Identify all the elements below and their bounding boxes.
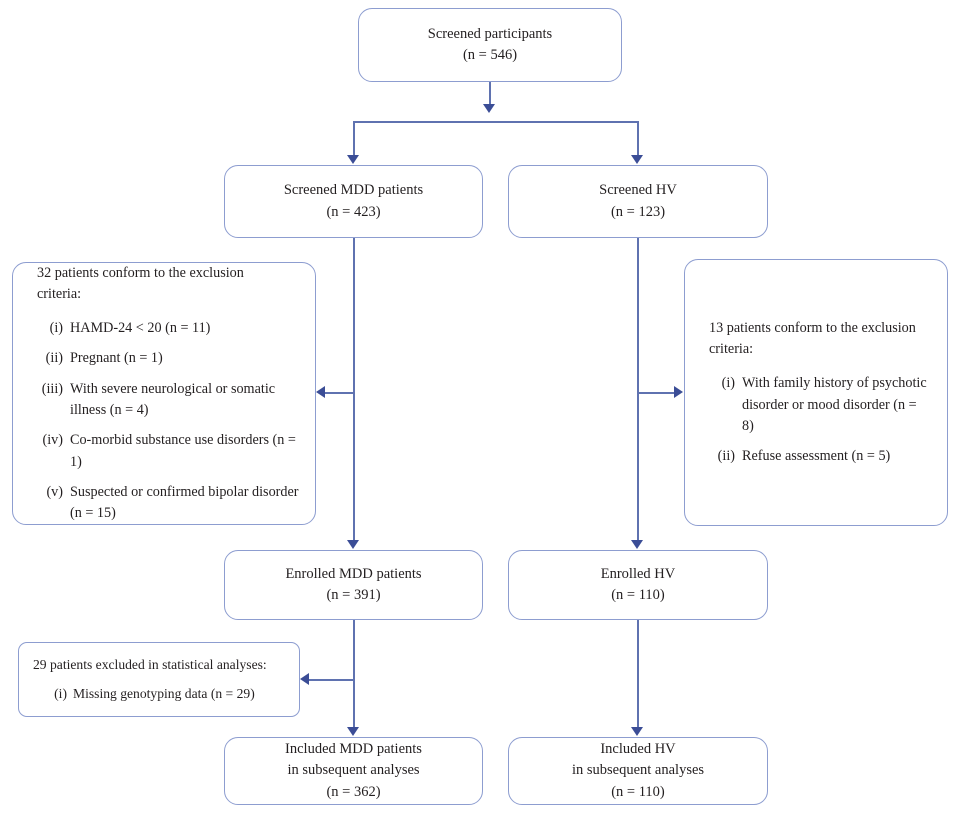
criterion-text: Suspected or confirmed bipolar disorder …	[70, 483, 299, 522]
node-enrolled-hv-label: Enrolled HV	[600, 565, 676, 582]
arrowhead-screened-mdd	[347, 155, 359, 164]
node-included-mdd-count: (n = 362)	[326, 783, 381, 800]
node-screened-mdd-count: (n = 423)	[326, 203, 381, 220]
node-included-hv-label: Included HV	[600, 741, 676, 758]
exclusion-hv-heading-line1: 13 patients conform to the exclusion	[709, 319, 916, 336]
connector-split-to-mdd	[353, 121, 355, 159]
exclusion-box-mdd-screening[interactable]: 32 patients conform to the exclusion cri…	[12, 262, 316, 525]
node-screened-participants[interactable]: Screened participants (n = 546)	[358, 8, 622, 82]
list-item: (ii) Refuse assessment (n = 5)	[685, 446, 947, 467]
node-screened-participants-count: (n = 546)	[462, 47, 518, 63]
exclusion-box-mdd-analysis[interactable]: 29 patients excluded in statistical anal…	[18, 642, 300, 717]
connector-mdd-enrolled-to-included	[353, 620, 355, 732]
arrowhead-split-junction	[483, 104, 495, 113]
node-enrolled-hv[interactable]: Enrolled HV (n = 110)	[508, 550, 768, 620]
exclusion-mdd-criteria-list: (i) HAMD-24 < 20 (n = 11) (ii) Pregnant …	[13, 318, 315, 524]
arrowhead-enrolled-hv	[631, 540, 643, 549]
connector-split-bar	[353, 121, 638, 123]
exclusion-mdd-heading-line2: criteria:	[37, 285, 82, 302]
connector-screened-to-split	[489, 82, 491, 110]
node-included-hv-label2: in subsequent analyses	[571, 762, 705, 779]
criterion-numeral: (ii)	[45, 350, 63, 367]
list-item: (i) With family history of psychotic dis…	[685, 373, 947, 437]
arrowhead-enrolled-mdd	[347, 540, 359, 549]
criterion-numeral: (i)	[49, 320, 63, 337]
arrowhead-included-hv	[631, 727, 643, 736]
exclusion-analysis-heading: 29 patients excluded in statistical anal…	[33, 656, 267, 672]
arrowhead-mdd-analysis-exclusion	[300, 673, 309, 685]
list-item: (i) HAMD-24 < 20 (n = 11)	[13, 318, 315, 339]
exclusion-box-hv-screening[interactable]: 13 patients conform to the exclusion cri…	[684, 259, 948, 526]
list-item: (v) Suspected or confirmed bipolar disor…	[13, 482, 315, 525]
arrowhead-hv-exclusion	[674, 386, 683, 398]
node-enrolled-mdd-label: Enrolled MDD patients	[285, 565, 422, 582]
list-item: (iv) Co-morbid substance use disorders (…	[13, 430, 315, 473]
criterion-text: With severe neurological or somatic illn…	[70, 380, 276, 418]
criterion-numeral: (ii)	[717, 448, 735, 465]
exclusion-hv-heading-line2: criteria:	[709, 340, 754, 357]
node-screened-mdd-label: Screened MDD patients	[283, 182, 424, 199]
arrowhead-screened-hv	[631, 155, 643, 164]
connector-hv-screened-to-enrolled	[637, 238, 639, 544]
criterion-text: Refuse assessment (n = 5)	[742, 448, 891, 465]
criterion-text: Missing genotyping data (n = 29)	[73, 686, 255, 701]
criterion-numeral: (iii)	[41, 380, 63, 397]
criterion-text: With family history of psychotic disorde…	[742, 375, 927, 434]
node-screened-participants-label: Screened participants	[427, 25, 553, 42]
criterion-numeral: (i)	[54, 686, 67, 701]
criterion-numeral: (v)	[46, 483, 63, 500]
list-item: (ii) Pregnant (n = 1)	[13, 348, 315, 369]
exclusion-hv-heading: 13 patients conform to the exclusion cri…	[685, 318, 947, 361]
connector-mdd-exclusion-branch	[324, 392, 354, 394]
node-screened-mdd[interactable]: Screened MDD patients (n = 423)	[224, 165, 483, 238]
criterion-text: HAMD-24 < 20 (n = 11)	[70, 320, 211, 337]
criterion-text: Co-morbid substance use disorders (n = 1…	[70, 432, 296, 470]
list-item: (iii) With severe neurological or somati…	[13, 379, 315, 422]
node-included-mdd-label: Included MDD patients	[285, 741, 422, 758]
exclusion-hv-criteria-list: (i) With family history of psychotic dis…	[685, 373, 947, 467]
node-screened-hv-label: Screened HV	[599, 182, 677, 199]
node-enrolled-hv-count: (n = 110)	[611, 587, 665, 603]
criterion-text: Pregnant (n = 1)	[70, 350, 163, 367]
node-screened-hv[interactable]: Screened HV (n = 123)	[508, 165, 768, 238]
node-enrolled-mdd[interactable]: Enrolled MDD patients (n = 391)	[224, 550, 483, 620]
list-item: (i) Missing genotyping data (n = 29)	[19, 684, 299, 704]
node-included-mdd[interactable]: Included MDD patients in subsequent anal…	[224, 737, 483, 805]
exclusion-mdd-heading-line1: 32 patients conform to the exclusion	[37, 264, 244, 281]
criterion-numeral: (iv)	[42, 432, 64, 449]
node-screened-hv-count: (n = 123)	[610, 203, 666, 220]
node-enrolled-mdd-count: (n = 391)	[326, 587, 381, 603]
connector-hv-enrolled-to-included	[637, 620, 639, 732]
node-included-hv-count: (n = 110)	[611, 783, 665, 800]
connector-mdd-screened-to-enrolled	[353, 238, 355, 544]
arrowhead-included-mdd	[347, 727, 359, 736]
arrowhead-mdd-exclusion	[316, 386, 325, 398]
node-included-hv[interactable]: Included HV in subsequent analyses (n = …	[508, 737, 768, 805]
connector-mdd-analysis-exclusion-branch	[308, 679, 354, 681]
connector-split-to-hv	[637, 121, 639, 159]
criterion-numeral: (i)	[721, 375, 735, 392]
node-included-mdd-label2: in subsequent analyses	[287, 762, 420, 779]
exclusion-mdd-heading: 32 patients conform to the exclusion cri…	[13, 263, 315, 306]
connector-hv-exclusion-branch	[637, 392, 675, 394]
